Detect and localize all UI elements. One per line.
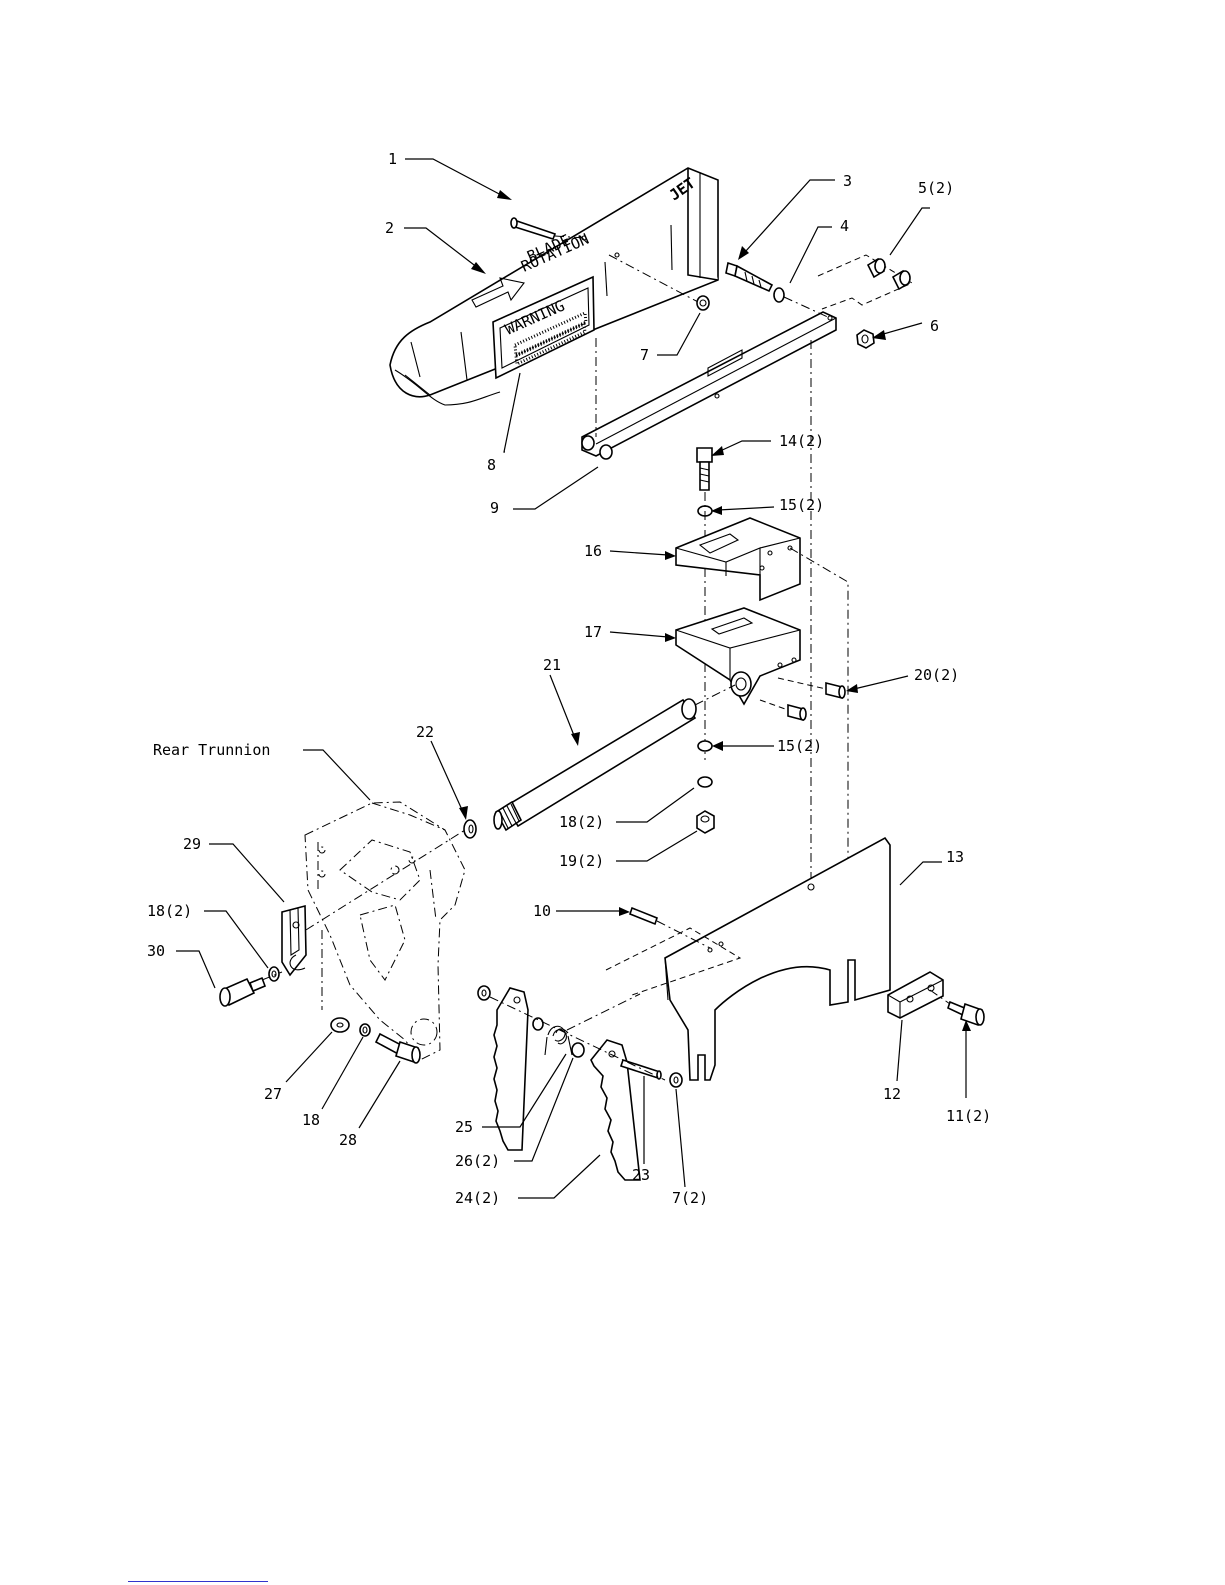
callout-17: 17 <box>584 623 602 641</box>
part-14-bolt <box>697 448 712 490</box>
callout-3: 3 <box>843 172 852 190</box>
rear-trunnion-label: Rear Trunnion <box>153 741 270 759</box>
callout-4: 4 <box>840 217 849 235</box>
callout-13: 13 <box>946 848 964 866</box>
part-28-screw <box>376 1034 420 1063</box>
callout-7: 7 <box>640 346 649 364</box>
callout-1: 1 <box>388 150 397 168</box>
callout-5: 5(2) <box>918 179 954 197</box>
callout-21: 21 <box>543 656 561 674</box>
axis-line <box>695 685 735 705</box>
callout-12: 12 <box>883 1085 901 1103</box>
callout-18-bottom: 18 <box>302 1111 320 1129</box>
part-30-screw <box>220 978 265 1006</box>
footnote-rule <box>128 1581 268 1582</box>
part-15-washer-lower <box>698 741 712 751</box>
callout-14: 14(2) <box>779 432 824 450</box>
callout-10: 10 <box>533 902 551 920</box>
callout-11: 11(2) <box>946 1107 991 1125</box>
axis-line <box>784 297 830 318</box>
part-21-shaft <box>494 699 696 830</box>
part-7-nut-left <box>478 986 490 1000</box>
part-26-bushing-right <box>572 1043 584 1057</box>
part-7-nut <box>697 296 709 310</box>
part-27-washer <box>331 1018 349 1032</box>
callout-29: 29 <box>183 835 201 853</box>
callout-24: 24(2) <box>455 1189 500 1207</box>
part-18-washer-bottom <box>360 1024 370 1036</box>
part-26-bushing-left <box>533 1018 543 1030</box>
part-18-washer <box>698 777 712 787</box>
callout-2: 2 <box>385 219 394 237</box>
callout-28: 28 <box>339 1131 357 1149</box>
part-12-strap <box>888 972 943 1018</box>
part-19-nut <box>697 811 714 833</box>
blade-guard: BLADE ROTATION WARNING JET <box>390 168 718 405</box>
part-13-plate <box>665 838 890 1080</box>
callout-20: 20(2) <box>914 666 959 684</box>
callout-8: 8 <box>487 456 496 474</box>
part-1-pin <box>511 218 555 239</box>
callout-15-lower: 15(2) <box>777 737 822 755</box>
callout-19: 19(2) <box>559 852 604 870</box>
callout-26: 26(2) <box>455 1152 500 1170</box>
part-24-pawl-right <box>591 1040 640 1180</box>
callout-23: 23 <box>632 1166 650 1184</box>
part-18-washer-left <box>269 967 279 981</box>
callout-6: 6 <box>930 317 939 335</box>
part-17-bracket <box>676 608 800 704</box>
part-5-spacers <box>818 255 912 309</box>
axis-line <box>567 994 640 1030</box>
callout-27: 27 <box>264 1085 282 1103</box>
part-22-washer <box>464 820 476 838</box>
callout-25: 25 <box>455 1118 473 1136</box>
part-7-nut-right <box>670 1073 682 1087</box>
part-3-bolt <box>726 263 772 291</box>
callout-18-center: 18(2) <box>559 813 604 831</box>
rear-trunnion <box>305 802 465 1060</box>
part-20-setscrews <box>760 678 845 720</box>
callout-18-left: 18(2) <box>147 902 192 920</box>
part-25-spring <box>545 1026 572 1055</box>
callout-30: 30 <box>147 942 165 960</box>
axis-line <box>290 830 465 940</box>
part-16-bracket <box>676 518 800 600</box>
part-24-pawl-left <box>494 988 528 1150</box>
part-29-bracket <box>282 906 306 975</box>
part-6-nut <box>857 330 874 348</box>
callout-7-bottom: 7(2) <box>672 1189 708 1207</box>
part-4-washer <box>774 288 784 302</box>
callout-16: 16 <box>584 542 602 560</box>
callout-15-upper: 15(2) <box>779 496 824 514</box>
callout-22: 22 <box>416 723 434 741</box>
callout-9: 9 <box>490 499 499 517</box>
